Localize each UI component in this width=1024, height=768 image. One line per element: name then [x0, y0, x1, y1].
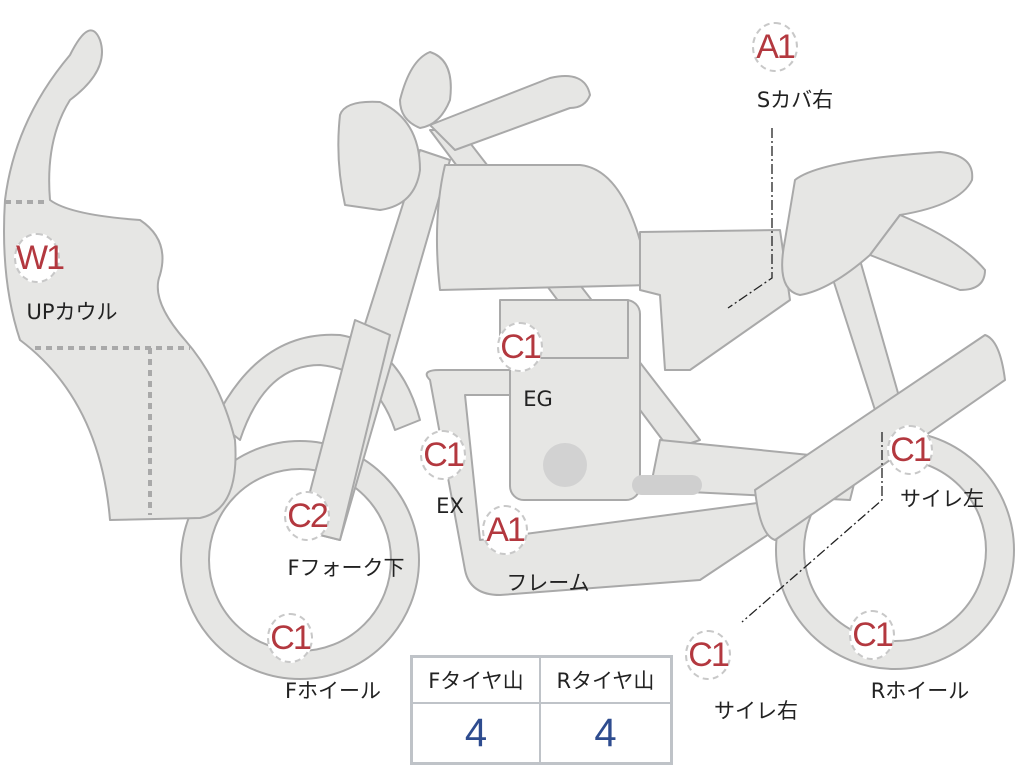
part-label: サイレ右 — [714, 699, 798, 723]
front-wheel — [181, 441, 419, 679]
tire-tread-table: Fタイヤ山 Rタイヤ山 4 4 — [410, 655, 673, 765]
fuel-tank — [435, 164, 651, 291]
condition-code-badge: C2 — [284, 491, 330, 541]
part-label: EX — [436, 494, 464, 518]
condition-code-badge: C1 — [267, 613, 313, 663]
condition-code-badge: A1 — [752, 22, 798, 72]
condition-code-badge: A1 — [482, 505, 528, 555]
condition-code-badge: C1 — [685, 630, 731, 680]
rear-tire-header: Rタイヤ山 — [538, 655, 673, 704]
condition-code-badge: W1 — [14, 233, 65, 283]
part-label: UPカウル — [26, 300, 118, 324]
part-label: サイレ左 — [900, 487, 984, 511]
seat — [781, 151, 974, 296]
condition-code-badge: C1 — [497, 322, 543, 372]
part-label: Rホイール — [870, 679, 970, 703]
condition-code-badge: C1 — [887, 425, 933, 475]
front-tire-value: 4 — [410, 702, 541, 765]
part-label: Fホイール — [284, 679, 382, 703]
condition-code-badge: C1 — [420, 430, 466, 480]
front-tire-header: Fタイヤ山 — [410, 655, 541, 704]
part-label: Sカバ右 — [756, 88, 834, 112]
part-label: フレーム — [506, 571, 590, 595]
silencer — [754, 334, 1006, 541]
upper-cowl — [3, 29, 237, 521]
rear-tire-value: 4 — [538, 702, 673, 765]
part-label: Fフォーク下 — [287, 556, 405, 580]
condition-code-badge: C1 — [849, 610, 895, 660]
part-label: EG — [523, 387, 553, 411]
side-cover — [639, 229, 791, 371]
